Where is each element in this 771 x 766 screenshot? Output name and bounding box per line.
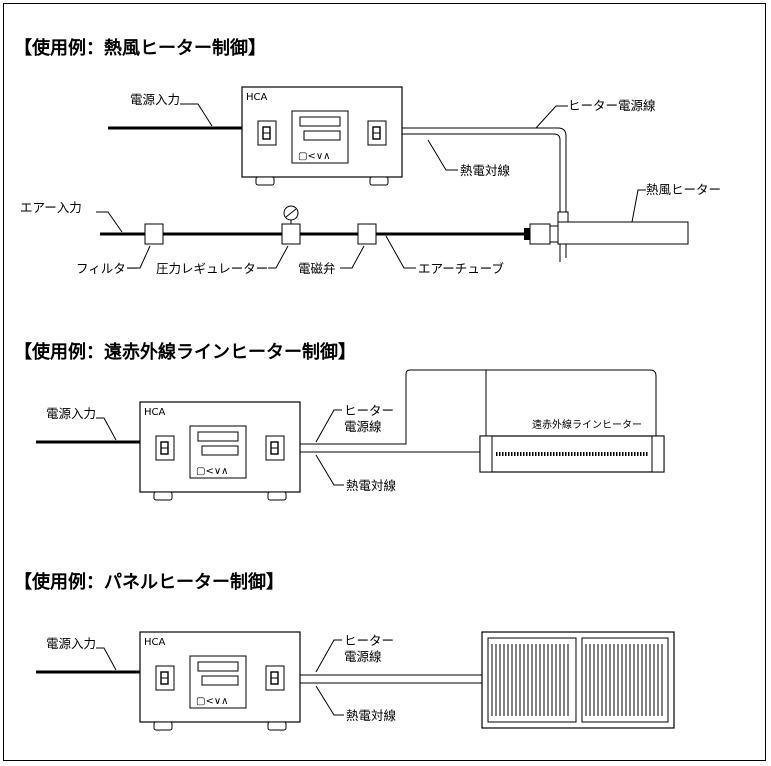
heater-power-line-label-2: 電源線: [344, 649, 382, 664]
hot-air-heater-label: 熱風ヒーター: [646, 182, 721, 197]
controller-label: HCA: [144, 637, 166, 648]
diagram-frame: [3, 3, 766, 761]
solenoid-valve-label: 電磁弁: [298, 261, 336, 276]
power-input-label: 電源入力: [46, 636, 96, 651]
air-tube-label: エアーチューブ: [418, 261, 505, 276]
thermocouple-label: 熱電対線: [346, 708, 397, 723]
section-title: 【使用例：熱風ヒーター制御】: [14, 37, 266, 59]
heater-power-line-label: ヒーター電源線: [568, 98, 656, 113]
controller-label: HCA: [246, 92, 268, 103]
thermocouple-label: 熱電対線: [460, 163, 511, 178]
heater-power-line-label-1: ヒーター: [344, 403, 394, 418]
section-title: 【使用例：パネルヒーター制御】: [14, 571, 284, 593]
controller-label: HCA: [144, 407, 166, 418]
heater-power-line-label-2: 電源線: [344, 419, 382, 434]
controller-keys: ▢<∨∧: [196, 696, 228, 707]
power-input-label: 電源入力: [130, 92, 180, 107]
section-title: 【使用例：遠赤外線ラインヒーター制御】: [14, 341, 356, 363]
power-input-label: 電源入力: [46, 406, 96, 421]
section-hot-air: 【使用例：熱風ヒーター制御】 HCA ▢<∨∧ 電源入力 ヒーター電源線 熱電対…: [14, 37, 721, 276]
section-line-heater: 【使用例：遠赤外線ラインヒーター制御】 HCA ▢<∨∧ 電源入力 ヒーター 電…: [14, 341, 665, 501]
line-heater-label: 遠赤外線ラインヒーター: [532, 418, 642, 431]
controller-keys: ▢<∨∧: [298, 151, 330, 162]
thermocouple-label: 熱電対線: [346, 478, 397, 493]
air-input-label: エアー入力: [20, 200, 82, 215]
section-panel-heater: 【使用例：パネルヒーター制御】 HCA ▢<∨∧ 電源入力 ヒーター 電源線 熱…: [14, 571, 675, 731]
pressure-regulator-label: 圧力レギュレーター: [156, 261, 268, 276]
controller-keys: ▢<∨∧: [196, 466, 228, 477]
filter-label: フィルター: [76, 261, 138, 276]
heater-power-line-label-1: ヒーター: [344, 633, 394, 648]
